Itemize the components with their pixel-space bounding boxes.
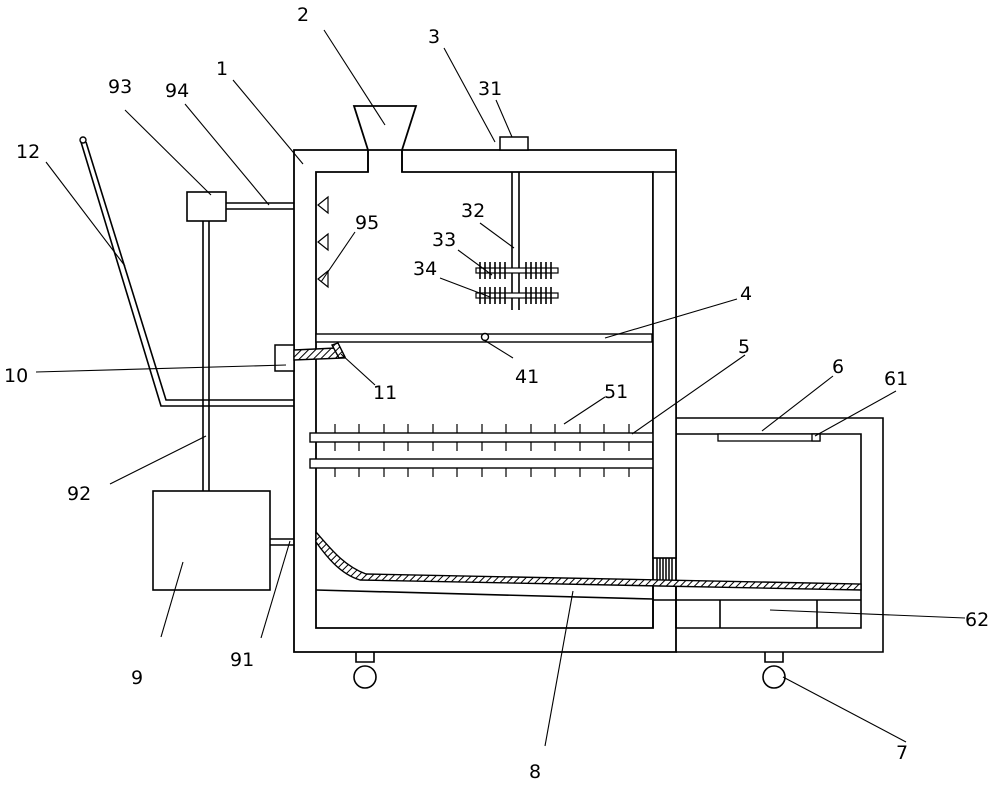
handle xyxy=(79,136,294,407)
label-12: 12 xyxy=(16,141,40,163)
box-10 xyxy=(274,344,295,372)
label-92: 92 xyxy=(67,483,91,505)
stirring-blades xyxy=(475,262,559,304)
stirring-shaft xyxy=(511,172,520,310)
brush-rollers xyxy=(309,424,662,477)
label-61: 61 xyxy=(884,368,908,390)
label-10: 10 xyxy=(4,365,28,387)
label-5: 5 xyxy=(738,336,750,358)
motor xyxy=(499,136,529,151)
label-8: 8 xyxy=(529,761,541,783)
label-94: 94 xyxy=(165,80,189,102)
label-6: 6 xyxy=(832,356,844,378)
label-51: 51 xyxy=(604,381,628,403)
label-3: 3 xyxy=(428,26,440,48)
partition-wall xyxy=(652,171,677,586)
label-34: 34 xyxy=(413,258,437,280)
label-32: 32 xyxy=(461,200,485,222)
drain-channel xyxy=(315,586,861,628)
pump xyxy=(186,191,227,222)
feed-hopper xyxy=(352,105,418,172)
label-11: 11 xyxy=(373,382,397,404)
label-1: 1 xyxy=(216,58,228,80)
collection-tray xyxy=(719,600,818,628)
reference-labels: 1 2 3 31 32 33 34 4 41 5 51 6 61 62 7 8 … xyxy=(4,4,989,783)
screen-plate xyxy=(315,332,653,343)
pipes xyxy=(202,202,294,546)
side-chamber xyxy=(676,417,884,653)
spray-nozzles xyxy=(317,195,329,289)
label-95: 95 xyxy=(355,212,379,234)
label-4: 4 xyxy=(740,283,752,305)
label-7: 7 xyxy=(896,742,908,764)
label-31: 31 xyxy=(478,78,502,100)
label-2: 2 xyxy=(297,4,309,26)
label-9: 9 xyxy=(131,667,143,689)
label-91: 91 xyxy=(230,649,254,671)
water-tank xyxy=(152,490,271,591)
label-33: 33 xyxy=(432,229,456,251)
label-62: 62 xyxy=(965,609,989,631)
leader-lines xyxy=(35,29,966,747)
label-93: 93 xyxy=(108,76,132,98)
wheels xyxy=(353,652,786,689)
label-41: 41 xyxy=(515,366,539,388)
inclined-bottom xyxy=(315,530,862,591)
